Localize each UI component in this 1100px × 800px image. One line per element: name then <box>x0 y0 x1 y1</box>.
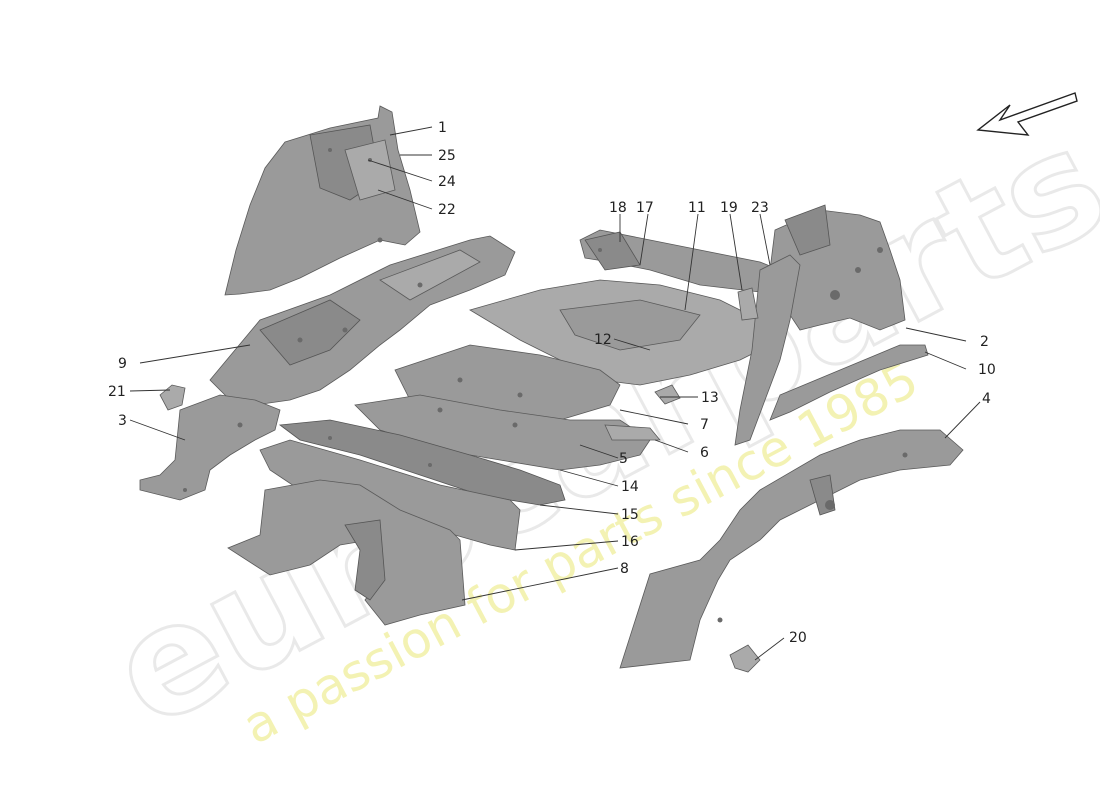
part-21-bracket <box>159 384 186 411</box>
part-10-rail <box>769 344 929 421</box>
part-8-rear-tub <box>227 479 466 626</box>
callout-24: 24 <box>438 174 456 190</box>
callout-5: 5 <box>619 451 628 467</box>
part-9-rear-member-left <box>209 235 516 406</box>
callout-17: 17 <box>636 200 654 216</box>
callout-18: 18 <box>609 200 627 216</box>
direction-arrow-icon <box>976 92 1078 136</box>
part-4-side-floor <box>619 429 964 669</box>
part-3-side-lower <box>139 394 281 501</box>
part-2-pillar-right <box>769 204 906 331</box>
callout-14: 14 <box>621 479 639 495</box>
callout-12: 12 <box>594 332 612 348</box>
callout-20: 20 <box>789 630 807 646</box>
callout-25: 25 <box>438 148 456 164</box>
callout-10: 10 <box>978 362 996 378</box>
part-1-pillar <box>224 105 421 296</box>
callout-2: 2 <box>980 334 989 350</box>
part-13-bracket <box>654 384 681 405</box>
callout-3: 3 <box>118 413 127 429</box>
part-6-strip <box>604 424 661 441</box>
callout-6: 6 <box>700 445 709 461</box>
callout-21: 21 <box>108 384 126 400</box>
callout-16: 16 <box>621 534 639 550</box>
callout-11: 11 <box>688 200 706 216</box>
callout-19: 19 <box>720 200 738 216</box>
part-19-bracket <box>737 287 759 321</box>
callout-4: 4 <box>982 391 991 407</box>
part-11-floor-panel <box>469 279 781 386</box>
callout-labels: 1 25 24 22 18 17 11 19 23 2 10 4 9 21 3 … <box>108 120 996 646</box>
callout-1: 1 <box>438 120 447 136</box>
part-23-column <box>734 254 801 446</box>
callout-9: 9 <box>118 356 127 372</box>
callout-23: 23 <box>751 200 769 216</box>
callout-22: 22 <box>438 202 456 218</box>
callout-15: 15 <box>621 507 639 523</box>
callout-8: 8 <box>620 561 629 577</box>
callout-13: 13 <box>701 390 719 406</box>
callout-7: 7 <box>700 417 709 433</box>
part-15-cross-beam <box>278 419 566 506</box>
part-20-bracket <box>729 644 761 673</box>
leader-lines <box>129 126 981 661</box>
